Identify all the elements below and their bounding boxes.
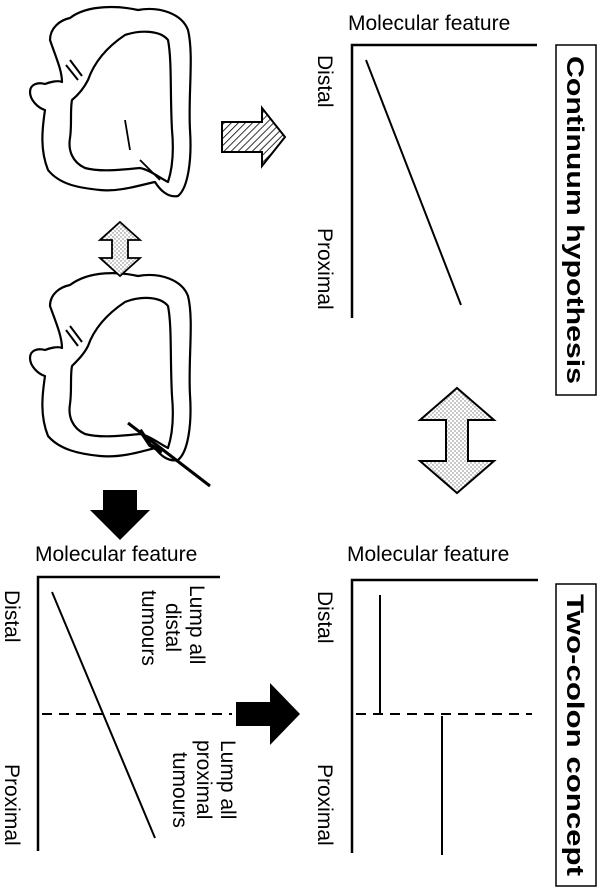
- bottom-left-gradient-line: [51, 591, 156, 839]
- bottom-left-chart: Molecular feature Distal Proximal Lump a…: [0, 543, 239, 851]
- lump-distal-line-3: tumours: [137, 590, 160, 666]
- top-chart-gradient-line: [365, 59, 462, 306]
- continuum-hypothesis-box: Continuum hypothesis: [555, 44, 597, 396]
- colon-drawing-top: [28, 5, 192, 198]
- top-chart-x-axis-label: Molecular feature: [348, 12, 510, 35]
- bottom-right-x-axis-label: Molecular feature: [347, 543, 509, 566]
- lump-proximal-line-2: proximal: [192, 740, 215, 819]
- two-colon-concept-label: Two-colon concept: [561, 594, 588, 876]
- two-colon-concept-box: Two-colon concept: [555, 583, 597, 887]
- lump-proximal-line-1: Lump all: [216, 740, 239, 819]
- top-chart-y-distal-label: Distal: [313, 55, 336, 108]
- bottom-right-axes: [350, 578, 538, 853]
- bottom-left-x-axis-label: Molecular feature: [35, 543, 197, 566]
- lump-proximal-line-3: tumours: [168, 752, 191, 828]
- top-chart-axes: [350, 43, 537, 318]
- bottom-left-axes: [36, 575, 220, 851]
- bottom-right-y-proximal-label: Proximal: [313, 764, 336, 846]
- bottom-left-y-proximal-label: Proximal: [0, 764, 23, 846]
- top-chart-y-proximal-label: Proximal: [313, 228, 336, 310]
- black-right-arrow: [236, 683, 300, 745]
- bottom-left-y-distal-label: Distal: [0, 590, 23, 643]
- hatched-right-arrow: [221, 105, 287, 169]
- colon-drawing-middle: [28, 272, 211, 488]
- bottom-right-y-distal-label: Distal: [313, 591, 336, 644]
- black-down-arrow: [90, 490, 150, 540]
- double-arrow-vertical-right: [417, 386, 497, 495]
- top-chart: Molecular feature Distal Proximal: [313, 12, 537, 318]
- continuum-hypothesis-label: Continuum hypothesis: [561, 56, 588, 384]
- lump-distal-line-1: Lump all: [185, 585, 208, 664]
- lump-distal-line-2: distal: [161, 603, 184, 652]
- bottom-right-chart: Molecular feature Distal Proximal: [313, 543, 538, 855]
- double-arrow-vertical-left: [97, 220, 143, 278]
